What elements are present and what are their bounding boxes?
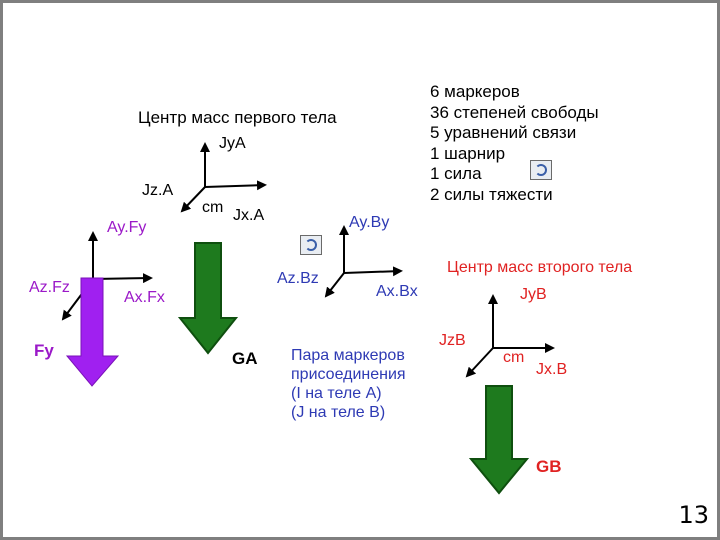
joint-note: Пара маркеров присоединения (I на теле A… [291, 346, 406, 422]
cm2-label: cm [503, 349, 525, 366]
jyb-label: JyB [520, 286, 547, 303]
joint-marker-axes [324, 225, 403, 298]
cm1-label: cm [202, 199, 224, 216]
page-number: 13 [678, 501, 709, 529]
joint-icon [530, 160, 552, 180]
ayfy-label: Ay.Fy [107, 219, 147, 236]
joint-icon [300, 235, 322, 255]
note-line: (J на теле B) [291, 404, 386, 421]
gb-label: GB [536, 457, 562, 476]
summary-line: 36 степеней свободы [430, 102, 599, 122]
fy-label: Fy [34, 341, 54, 360]
jya-label: JyA [219, 135, 246, 152]
summary-line-text: 1 шарнир [430, 143, 506, 163]
jza-label: Jz.A [142, 182, 174, 199]
jzb-axis [465, 347, 494, 378]
body-b-cm-axes [465, 294, 555, 378]
force-arrow [65, 277, 120, 387]
summary-line: 6 маркеров [430, 82, 520, 101]
summary-list: 6 маркеров 36 степеней свободы 5 уравнен… [430, 82, 599, 205]
cm1-title: Центр масс первого тела [138, 108, 337, 127]
note-line: Пара маркеров [291, 347, 405, 364]
jzb-label: JzB [439, 332, 466, 349]
jxb-label: Jx.B [536, 361, 568, 378]
jza-axis [180, 186, 206, 213]
summary-line: 1 шарнир [430, 144, 599, 165]
gravity-arrow-a [177, 242, 239, 355]
note-line: (I на теле A) [291, 385, 382, 402]
cm2-title: Центр масс второго тела [447, 259, 633, 276]
summary-line: 1 сила [430, 164, 482, 183]
gravity-arrow-b [468, 385, 530, 495]
jxa-axis [204, 180, 267, 191]
summary-line: 2 силы тяжести [430, 184, 553, 204]
force-marker-axes [61, 231, 153, 321]
azfz-label: Az.Fz [29, 279, 70, 296]
summary-line: 5 уравнений связи [430, 123, 577, 142]
diagram-canvas [61, 142, 555, 495]
body-a-cm-axes [180, 142, 267, 213]
axbx-axis [343, 266, 403, 277]
axbx-label: Ax.Bx [376, 283, 418, 300]
axfx-label: Ax.Fx [124, 289, 165, 306]
ga-label: GA [232, 349, 258, 368]
azbz-label: Az.Bz [277, 270, 319, 287]
ayby-label: Ay.By [349, 214, 390, 231]
note-line: присоединения [291, 366, 406, 383]
jxa-label: Jx.A [233, 207, 265, 224]
azbz-axis [324, 272, 345, 298]
